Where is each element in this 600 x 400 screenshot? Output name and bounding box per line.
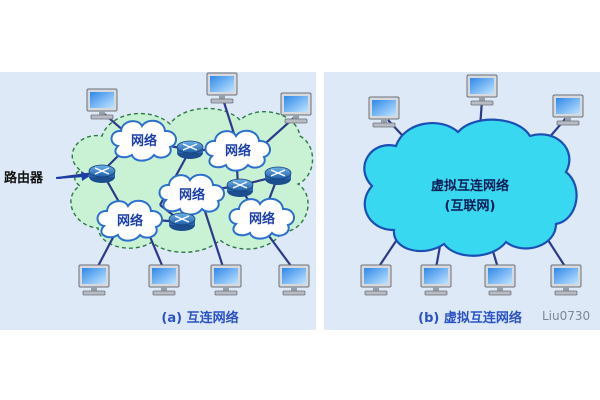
router-label: 路由器: [4, 170, 44, 186]
network-cloud-1: 网络: [110, 119, 178, 162]
router-icon: [168, 212, 196, 232]
network-cloud-5: 网络: [228, 197, 296, 240]
network-cloud-label: 网络: [249, 211, 275, 227]
network-cloud-label: 网络: [225, 143, 251, 159]
network-cloud-3: 网络: [158, 173, 226, 216]
arrow-icon: [55, 171, 90, 181]
caption-right: (b) 虚拟互连网络: [418, 310, 522, 326]
network-cloud-4: 网络: [96, 199, 164, 242]
internet-cloud-subtitle: (互联网): [445, 199, 496, 214]
internet-cloud: 虚拟互连网络 (互联网): [363, 118, 578, 257]
network-cloud-2: 网络: [204, 129, 272, 172]
network-cloud-label: 网络: [179, 187, 205, 203]
router-icon: [264, 166, 292, 186]
network-cloud-label: 网络: [117, 213, 143, 229]
watermark: Liu0730: [542, 309, 590, 323]
caption-left: (a) 互连网络: [161, 310, 238, 326]
router-icon: [226, 178, 254, 198]
network-cloud-label: 网络: [131, 133, 157, 149]
router-icon: [176, 140, 204, 160]
router-icon: [88, 164, 116, 184]
internet-cloud-title: 虚拟互连网络: [431, 178, 509, 194]
